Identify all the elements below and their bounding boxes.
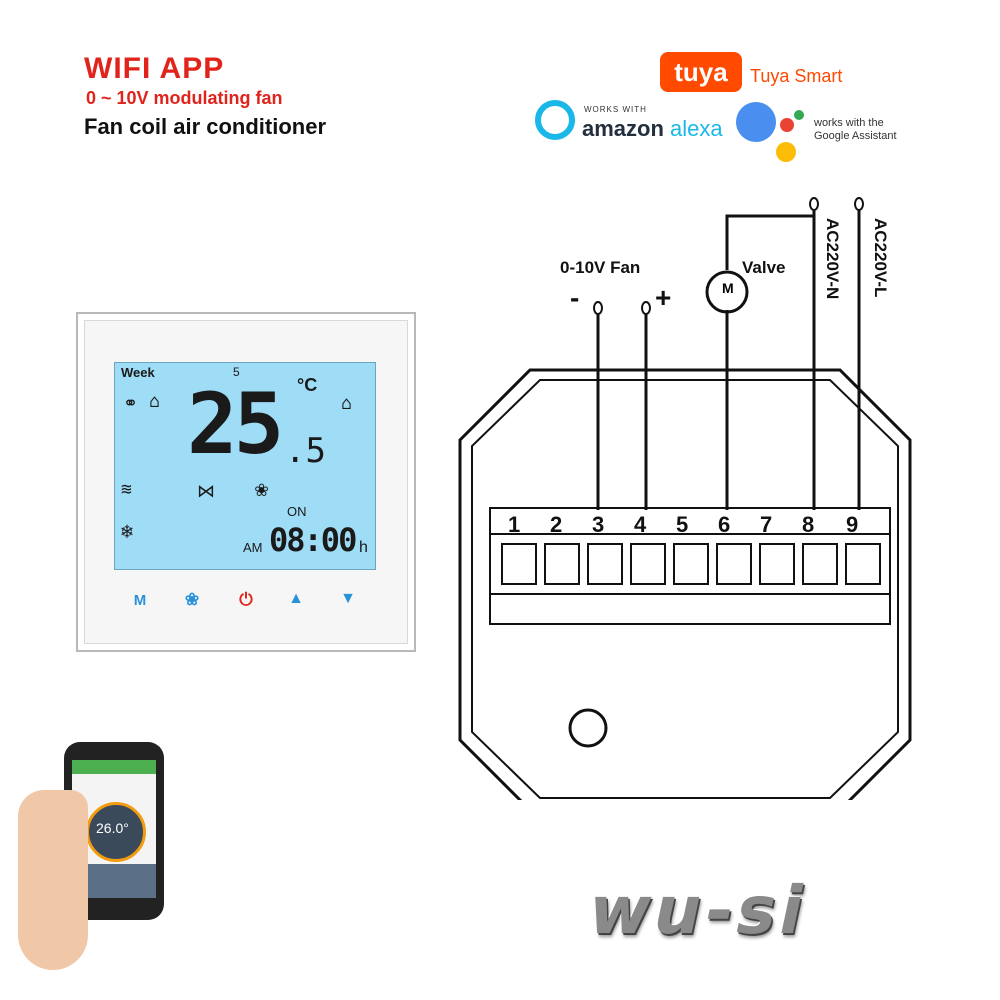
header-description: Fan coil air conditioner <box>84 114 327 139</box>
app-temperature: 26.0° <box>96 820 129 836</box>
down-button[interactable]: ▼ <box>340 590 356 607</box>
snowflake-icon: ❄ <box>121 519 134 543</box>
power-button[interactable]: ⏻ <box>239 590 253 609</box>
google-dot-green <box>794 110 804 120</box>
terminal-4: 4 <box>634 512 647 537</box>
header-subtitle: 0 ~ 10V modulating fan <box>86 88 283 108</box>
outdoor-house-icon: ⌂ <box>341 393 352 414</box>
brand-logo: wu-si <box>581 872 816 949</box>
fan-label: 0-10V Fan <box>560 258 641 277</box>
terminal-8: 8 <box>802 512 815 537</box>
temperature-unit: °C <box>297 375 318 395</box>
hand <box>18 790 88 970</box>
valve-icon: ⋈ <box>197 481 215 502</box>
fan-minus-sign: - <box>570 282 580 313</box>
valve-motor-label: M <box>722 280 734 296</box>
terminal-7: 7 <box>760 512 773 537</box>
am-label: AM <box>243 540 263 555</box>
terminal-1: 1 <box>508 512 521 537</box>
app-header-bar <box>72 760 156 774</box>
heat-icon: ≋ <box>121 479 132 500</box>
week-label: Week <box>121 365 155 380</box>
app-dial <box>86 802 146 862</box>
mode-auto-icon: ⚭ <box>123 393 139 414</box>
live-label: AC220V-L <box>871 218 890 298</box>
neutral-label: AC220V-N <box>823 218 842 300</box>
terminal-6: 6 <box>718 512 731 537</box>
google-dot-red <box>780 118 794 132</box>
alexa-icon <box>535 100 575 140</box>
house-temp-icon: ⌂ <box>149 391 160 412</box>
alexa-name: alexa <box>670 116 723 141</box>
wiring-diagram <box>458 197 912 800</box>
fan-plus-sign: + <box>655 282 672 313</box>
week-number: 5 <box>233 365 240 379</box>
google-dot-yellow <box>776 142 796 162</box>
google-assistant-icon <box>736 102 776 142</box>
alexa-works-with: WORKS WITH <box>584 105 647 114</box>
tuya-logo-text: Tuya Smart <box>750 66 843 86</box>
valve-label: Valve <box>742 258 786 277</box>
google-text-line2: Google Assistant <box>814 130 897 142</box>
mounting-hole <box>568 708 608 748</box>
terminal-screws <box>501 543 881 585</box>
hour-suffix: h <box>359 539 368 556</box>
fan-button[interactable]: ❀ <box>184 590 200 609</box>
header-title: WIFI APP <box>84 52 225 85</box>
google-text-line1: works with the <box>814 117 884 129</box>
google-assistant-text: works with the Google Assistant <box>814 117 897 143</box>
clock-readout: 08:00 <box>269 521 357 559</box>
temperature-readout: 25 <box>187 375 284 473</box>
tuya-logo: tuya <box>660 52 742 92</box>
terminal-2: 2 <box>550 512 563 537</box>
terminal-9: 9 <box>846 512 859 537</box>
up-button[interactable]: ▲ <box>288 590 304 607</box>
timer-on-label: ON <box>287 504 307 519</box>
terminal-3: 3 <box>592 512 605 537</box>
temperature-decimal: .5 <box>285 431 326 471</box>
terminal-housing <box>458 368 912 800</box>
valve-symbol <box>705 270 749 314</box>
fan-icon: ❀ <box>255 477 269 502</box>
lcd-display: Week 5 ⚭ ⌂ ⌂ 25 .5 °C ≋ ⋈ ❀ ❄ ON AM 08:0… <box>114 362 376 570</box>
terminal-5: 5 <box>676 512 689 537</box>
alexa-brand: amazon <box>582 116 664 141</box>
alexa-logo-text: amazon alexa <box>582 116 723 142</box>
wire-neutral <box>725 214 816 510</box>
mode-button[interactable]: M <box>133 592 147 609</box>
